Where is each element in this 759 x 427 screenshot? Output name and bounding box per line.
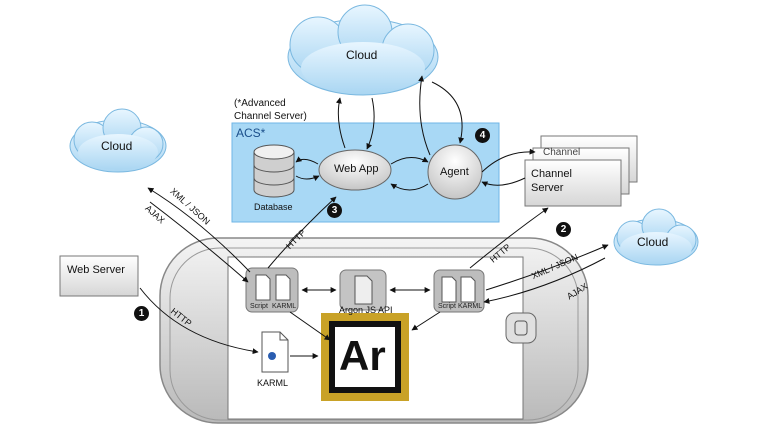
- argon-api-label: Argon JS API: [339, 305, 393, 315]
- script-karml-left-icon: [245, 267, 299, 313]
- channel-server-back-label: Channel: [543, 147, 581, 158]
- argon-api-icon: [339, 269, 387, 311]
- cloud-top-shape: [287, 4, 439, 96]
- script-right-label: Script: [438, 303, 456, 310]
- cloud-right-shape: [613, 208, 699, 266]
- web-server-box: [59, 255, 139, 297]
- channel-server-label-line2: Server: [531, 182, 564, 194]
- web-app-node: [318, 149, 392, 191]
- ar-logo: [321, 313, 409, 401]
- channel-server-stack: [524, 135, 638, 207]
- karml-document-icon: [261, 331, 289, 373]
- acs-note-line1: (*Advanced: [234, 98, 286, 109]
- web-server-label: Web Server: [67, 264, 125, 276]
- ar-logo-text: Ar: [339, 332, 386, 379]
- database-label: Database: [254, 202, 293, 212]
- web-app-label: Web App: [334, 163, 379, 175]
- marker-2: 2: [556, 222, 571, 237]
- marker-3: 3: [327, 203, 342, 218]
- connection-arrows: [139, 75, 609, 359]
- agent-label: Agent: [440, 166, 469, 178]
- script-karml-right-icon: [433, 269, 485, 313]
- acs-title: ACS*: [236, 126, 266, 140]
- cloud-top-label: Cloud: [346, 48, 378, 62]
- channel-server-label-line1: Channel: [531, 168, 572, 180]
- marker-4: 4: [475, 128, 490, 143]
- karml-left-label: KARML: [272, 303, 297, 310]
- script-left-label: Script: [250, 303, 268, 310]
- database-icon: [253, 144, 295, 198]
- cloud-right-label: Cloud: [637, 235, 669, 249]
- acs-note-line2: Channel Server): [234, 111, 307, 122]
- karml-right-label: KARML: [458, 303, 483, 310]
- cloud-left-label: Cloud: [101, 139, 133, 153]
- karml-document-label: KARML: [257, 378, 289, 388]
- marker-1: 1: [134, 306, 149, 321]
- home-button[interactable]: [505, 312, 537, 344]
- cloud-left-shape: [69, 108, 167, 173]
